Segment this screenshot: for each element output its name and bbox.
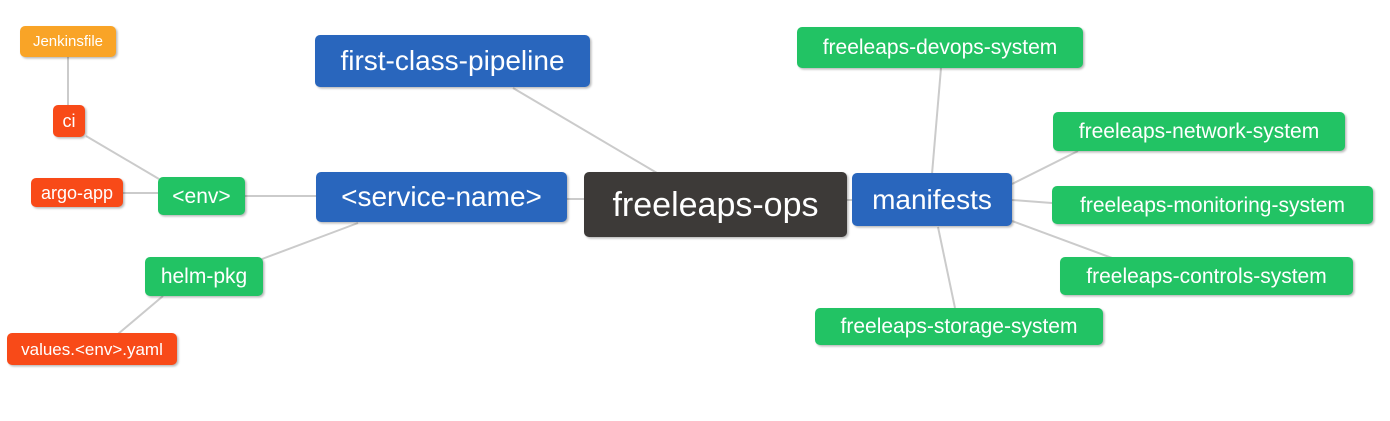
edge-pipeline-freeleaps-ops xyxy=(512,87,658,174)
node-ci[interactable]: ci xyxy=(53,105,85,137)
node-jenkinsfile[interactable]: Jenkinsfile xyxy=(20,26,116,57)
node-manifests[interactable]: manifests xyxy=(852,173,1012,226)
node-freeleaps-storage-system[interactable]: freeleaps-storage-system xyxy=(815,308,1103,345)
node-freeleaps-monitoring-system[interactable]: freeleaps-monitoring-system xyxy=(1052,186,1373,224)
edge-manifests-controls-system xyxy=(1011,220,1113,259)
node-freeleaps-devops-system[interactable]: freeleaps-devops-system xyxy=(797,27,1083,68)
edge-manifests-network-system xyxy=(1011,150,1079,185)
node-values-env-yaml[interactable]: values.<env>.yaml xyxy=(7,333,177,365)
edge-ci-env xyxy=(85,135,160,180)
node-freeleaps-network-system[interactable]: freeleaps-network-system xyxy=(1053,112,1345,151)
edge-manifests-storage-system xyxy=(937,226,956,309)
node-helm-pkg[interactable]: helm-pkg xyxy=(145,257,263,296)
edge-values-helm-pkg xyxy=(117,295,164,335)
node-service-name[interactable]: <service-name> xyxy=(316,172,567,222)
node-argo-app[interactable]: argo-app xyxy=(31,178,123,207)
node-freeleaps-ops[interactable]: freeleaps-ops xyxy=(584,172,847,237)
node-first-class-pipeline[interactable]: first-class-pipeline xyxy=(315,35,590,87)
edge-helm-pkg-service-name xyxy=(261,222,359,260)
edge-manifests-monitoring-system xyxy=(1011,199,1053,204)
edge-manifests-devops-system xyxy=(931,67,942,175)
node-freeleaps-controls-system[interactable]: freeleaps-controls-system xyxy=(1060,257,1353,295)
node-env[interactable]: <env> xyxy=(158,177,245,215)
